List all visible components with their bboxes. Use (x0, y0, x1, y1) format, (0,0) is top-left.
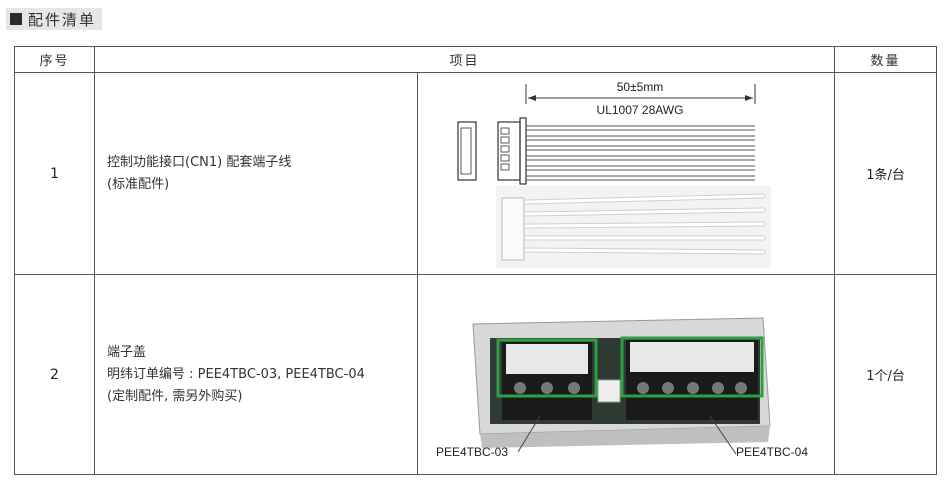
row-quantity: 1个/台 (834, 274, 938, 475)
accessory-table: 序号 项目 数量 1 控制功能接口(CN1) 配套端子线 (标准配件) 50±5… (14, 46, 938, 475)
row-quantity: 1条/台 (834, 72, 938, 275)
row-description: 控制功能接口(CN1) 配套端子线 (标准配件) (94, 72, 418, 275)
header-no: 序号 (14, 46, 95, 73)
row-description: 端子盖 明纬订单编号 : PEE4TBC-03, PEE4TBC-04 (定制配… (94, 274, 418, 475)
callout-pee4tbc-04: PEE4TBC-04 (736, 445, 808, 459)
table-row: 2 端子盖 明纬订单编号 : PEE4TBC-03, PEE4TBC-04 (定… (14, 274, 938, 475)
description-line: (标准配件) (107, 176, 170, 192)
header-qty: 数量 (834, 46, 938, 73)
cable-image-cell: 50±5mm UL1007 28AWG (416, 72, 836, 275)
description-line: 控制功能接口(CN1) 配套端子线 (107, 154, 292, 170)
square-bullet-icon (10, 13, 22, 25)
description-line: (定制配件, 需另外购买) (107, 388, 243, 404)
description-line: 端子盖 (107, 344, 147, 360)
dimension-label: 50±5mm (617, 80, 664, 94)
table-row: 1 控制功能接口(CN1) 配套端子线 (标准配件) 50±5mm UL1007… (14, 72, 938, 275)
terminal-cover-image-cell: PEE4TBC-03 PEE4TBC-04 (416, 274, 836, 475)
section-title: 配件清单 (28, 10, 97, 29)
table-header-row: 序号 项目 数量 (14, 46, 938, 73)
cable-illustration: 50±5mm UL1007 28AWG (457, 80, 771, 268)
callout-pee4tbc-03: PEE4TBC-03 (436, 445, 508, 459)
terminal-cover-illustration: PEE4TBC-03 PEE4TBC-04 (436, 316, 808, 459)
row-number: 1 (14, 72, 95, 275)
row-number: 2 (14, 274, 95, 475)
description-line: 明纬订单编号 : PEE4TBC-03, PEE4TBC-04 (107, 366, 365, 382)
section-header: 配件清单 (6, 8, 103, 30)
header-item: 项目 (93, 46, 836, 73)
wire-spec-label: UL1007 28AWG (597, 103, 684, 117)
